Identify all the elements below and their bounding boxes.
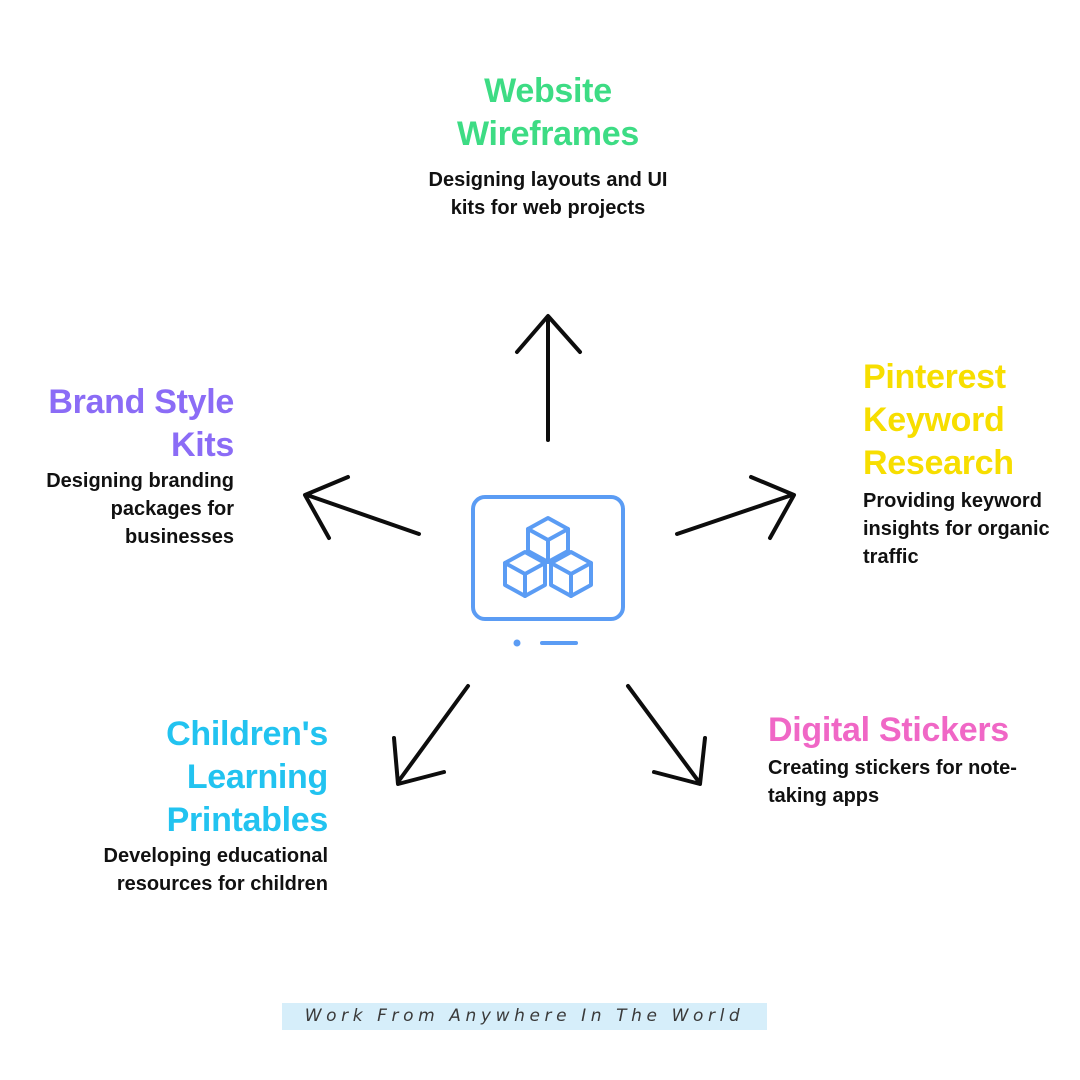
- node-childrens-learning-printables: Children's Learning Printables Developin…: [60, 713, 329, 898]
- node-description: Providing keyword insights for organic t…: [863, 490, 1050, 568]
- arrow-to-brand: [303, 475, 421, 540]
- node-pinterest-keyword-research: Pinterest Keyword Research Providing key…: [863, 356, 1077, 571]
- monitor-cubes-icon: [466, 490, 630, 655]
- arrow-to-website: [515, 314, 582, 442]
- arrow-to-children: [392, 684, 470, 786]
- node-brand-style-kits: Brand Style Kits Designing branding pack…: [10, 381, 234, 551]
- footer-tagline: Work From Anywhere In The World: [282, 1003, 767, 1030]
- node-title: Digital Stickers: [768, 711, 1009, 749]
- node-website-wireframes: Website Wireframes Designing layouts and…: [418, 70, 678, 222]
- node-title: Website Wireframes: [457, 72, 639, 153]
- node-title: Pinterest Keyword Research: [863, 358, 1014, 482]
- arrow-to-pinterest: [675, 475, 796, 540]
- node-description: Designing branding packages for business…: [46, 470, 234, 548]
- node-description: Designing layouts and UI kits for web pr…: [428, 169, 668, 219]
- node-description: Creating stickers for note-taking apps: [768, 757, 1017, 807]
- node-digital-stickers: Digital Stickers Creating stickers for n…: [768, 709, 1058, 810]
- node-description: Developing educational resources for chi…: [103, 845, 328, 895]
- arrow-to-stickers: [626, 684, 707, 786]
- node-title: Brand Style Kits: [48, 383, 234, 464]
- node-title: Children's Learning Printables: [166, 715, 328, 839]
